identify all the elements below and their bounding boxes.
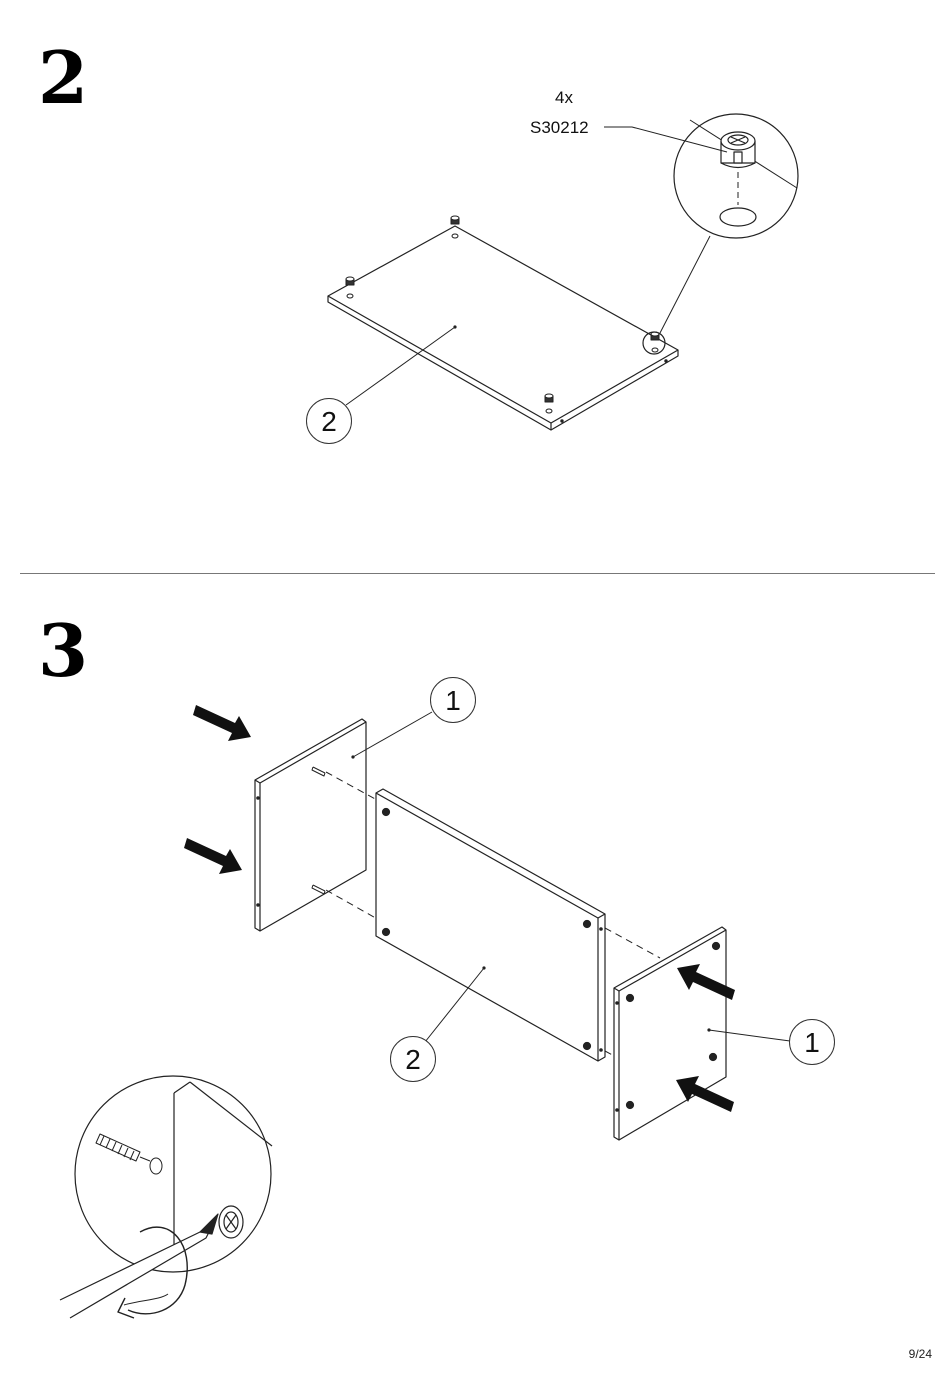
step2-detail-circle: [604, 114, 798, 238]
callout-step2-panel: 2: [306, 398, 352, 444]
hardware-quantity: 4x: [555, 88, 573, 108]
arrow-icon-left-top: [193, 705, 251, 741]
step2-panel-drawing: [328, 216, 710, 430]
page-number: 9/24: [909, 1347, 932, 1361]
hardware-part-code: S30212: [530, 118, 589, 138]
step-3-number: 3: [38, 615, 88, 687]
step-2-number: 2: [38, 42, 88, 114]
step2-panel: [328, 226, 678, 423]
step3-detail-circle: [60, 1076, 272, 1318]
callout-step3-bottom: 2: [390, 1036, 436, 1082]
callout-step3-right-side: 1: [789, 1019, 835, 1065]
step3-right-panel: [614, 927, 790, 1140]
arrow-icon-left-bottom: [184, 838, 242, 874]
section-divider: [20, 573, 935, 574]
callout-step3-left-side: 1: [430, 677, 476, 723]
